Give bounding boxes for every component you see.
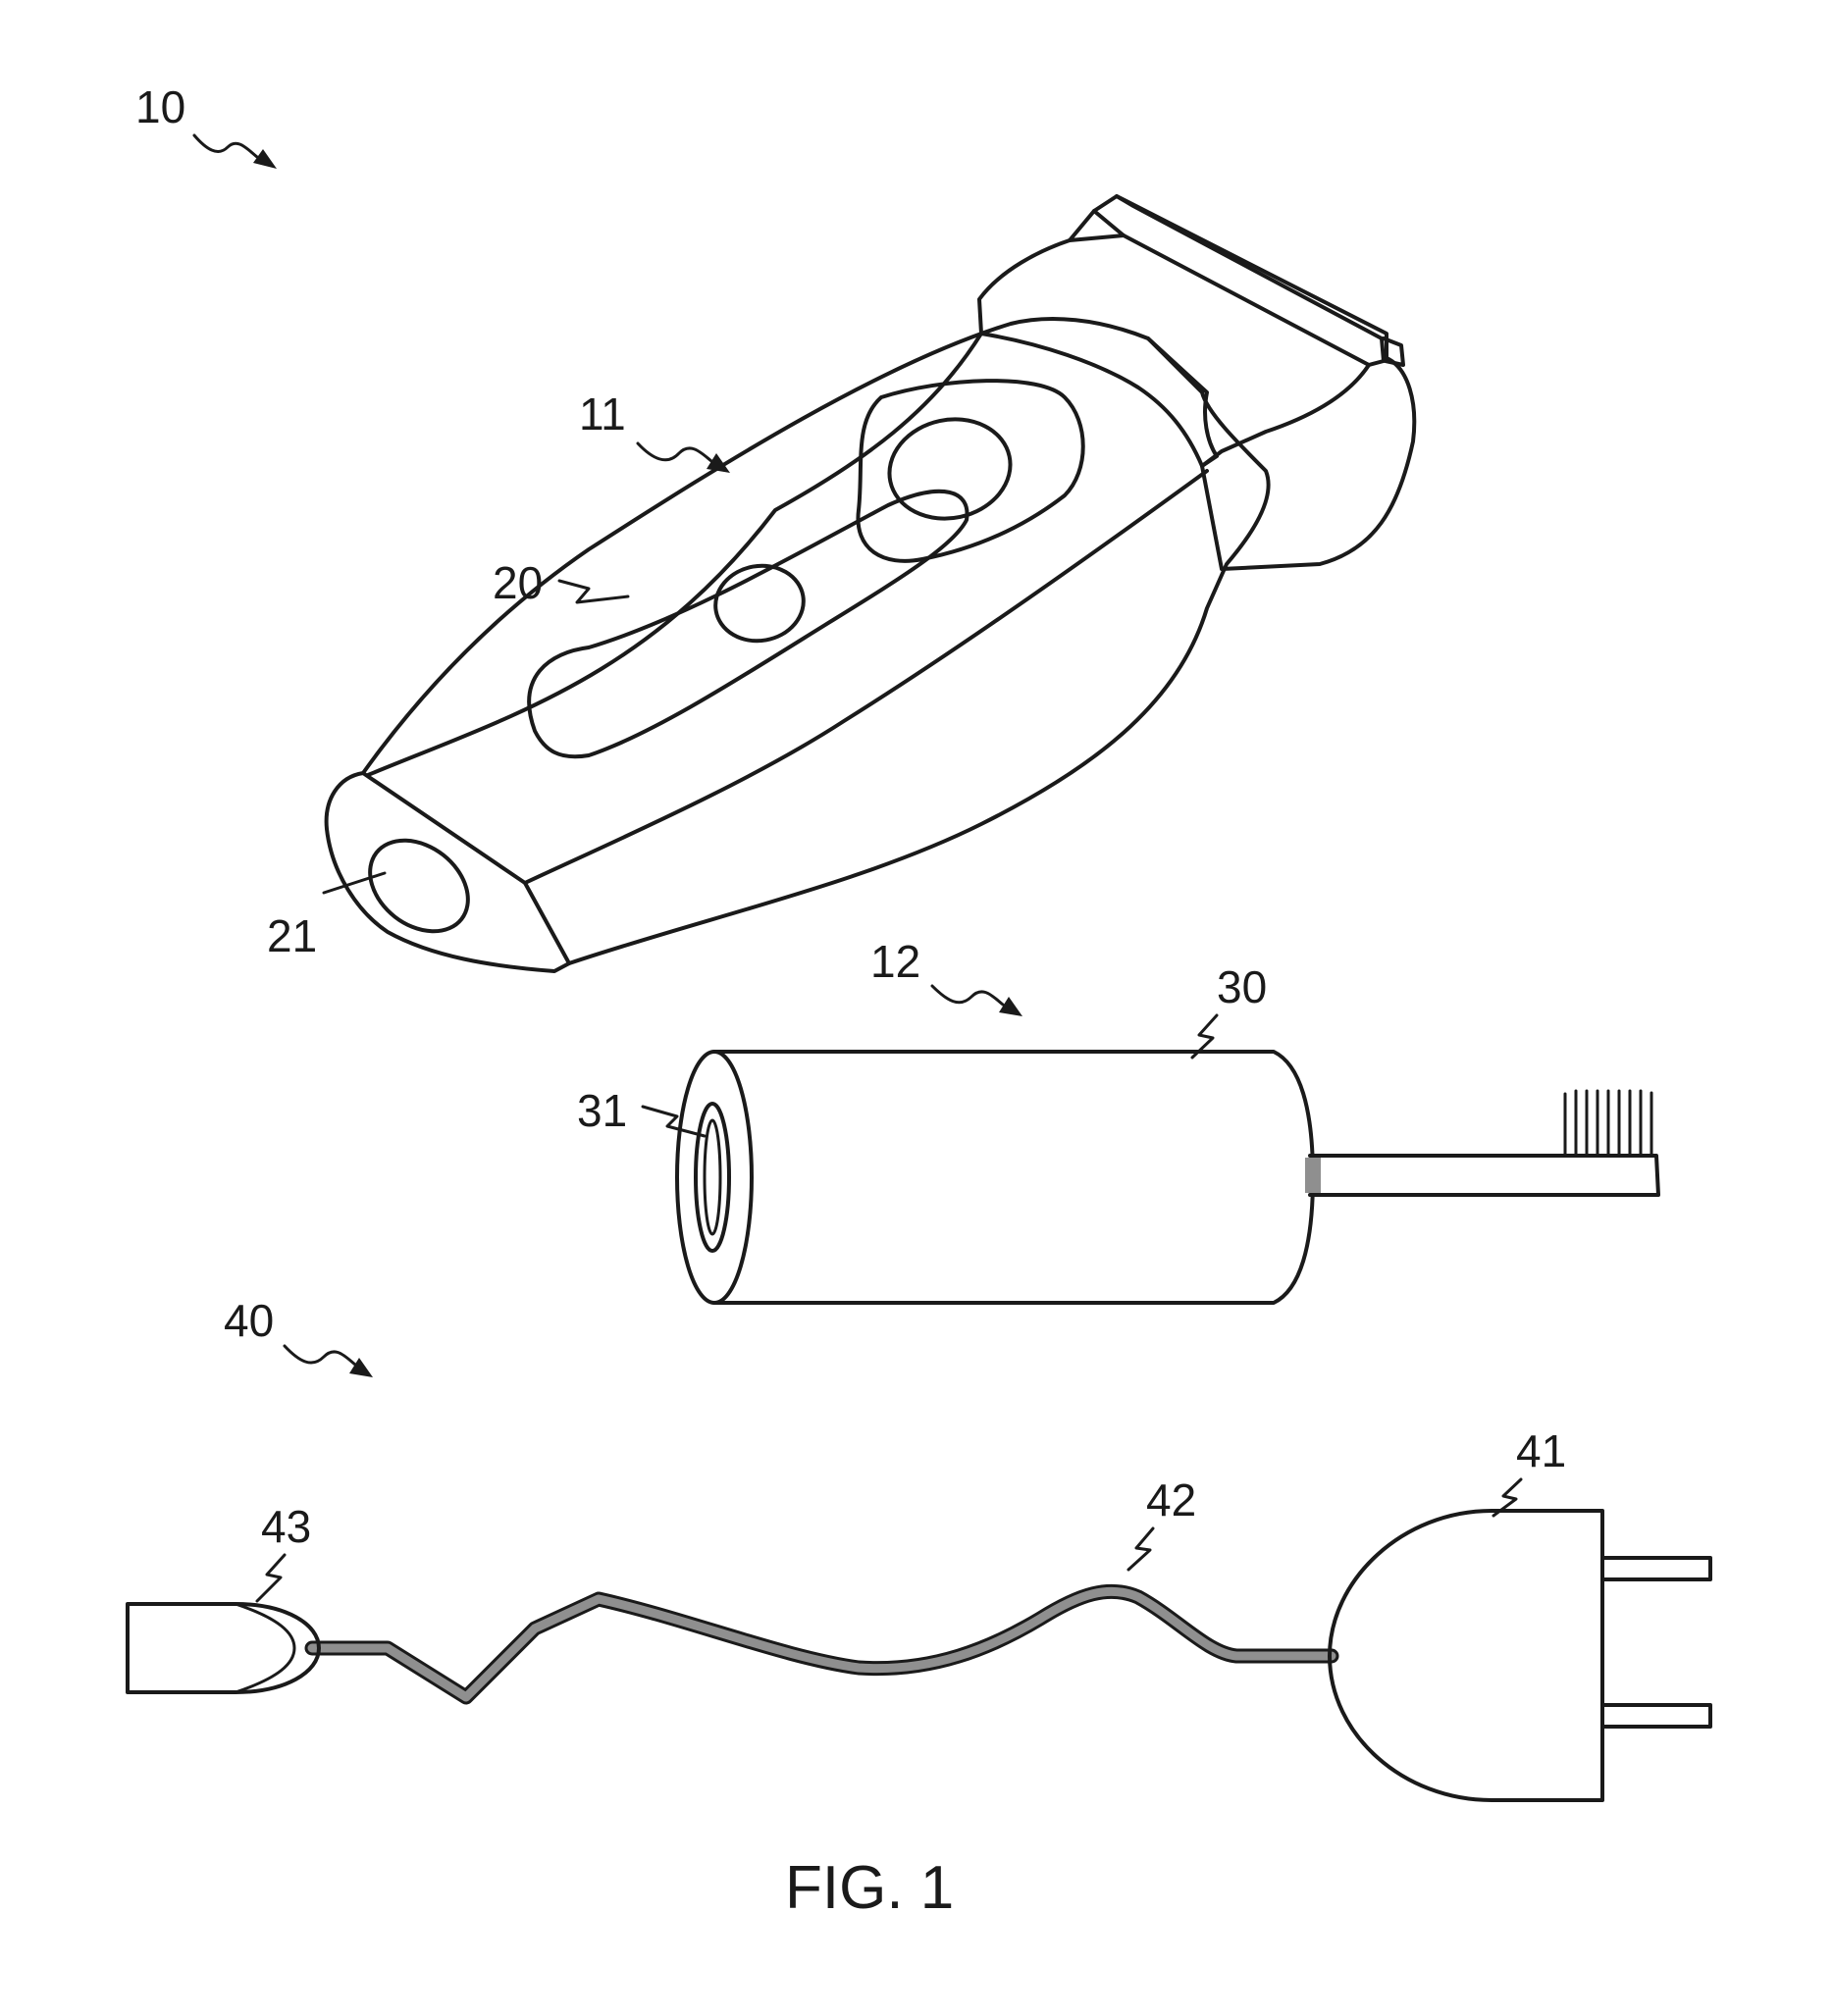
shaver-button-small xyxy=(713,563,806,644)
shaver-head-tab xyxy=(1382,336,1405,367)
brush-bristles xyxy=(1563,1089,1653,1158)
ref-label-41: 41 xyxy=(1516,1425,1566,1476)
ref-12-leader xyxy=(930,984,1005,1007)
ref-label-30: 30 xyxy=(1217,961,1267,1012)
ref-label-20: 20 xyxy=(493,557,543,608)
shaver-top-edge xyxy=(366,332,983,777)
ref-40-group: 40 xyxy=(224,1295,373,1377)
shaver xyxy=(324,194,1417,973)
shaver-grip-pad xyxy=(527,489,969,759)
ref-42-leader xyxy=(1126,1526,1155,1572)
brush-shaft-collar xyxy=(1305,1158,1321,1193)
charger-connector-tip xyxy=(234,1602,296,1694)
ref-31-leader xyxy=(641,1105,707,1138)
charger-connector xyxy=(126,1602,321,1694)
charger-plug-body xyxy=(1328,1509,1604,1802)
shaver-socket xyxy=(368,838,470,934)
shaver-switch-surround xyxy=(856,379,1085,563)
brush-shaft xyxy=(1308,1154,1660,1197)
ref-label-43: 43 xyxy=(261,1501,311,1552)
charger xyxy=(126,1509,1712,1802)
toothbrush-attachment xyxy=(675,1050,1660,1305)
ref-31-group: 31 xyxy=(577,1085,707,1138)
shaver-head-top-face xyxy=(1092,194,1386,367)
shaver-head-side-edge xyxy=(1068,233,1126,242)
shaver-end-face-lower xyxy=(523,469,1209,885)
ref-label-40: 40 xyxy=(224,1295,274,1346)
ref-20-group: 20 xyxy=(493,557,630,608)
ref-label-31: 31 xyxy=(577,1085,627,1136)
ref-30-group: 30 xyxy=(1190,961,1267,1060)
ref-43-group: 43 xyxy=(255,1501,311,1603)
brush-body-end-face xyxy=(675,1050,754,1305)
shaver-head xyxy=(977,194,1417,571)
charger-cable-fill xyxy=(307,1586,1336,1702)
brush-body-outline xyxy=(712,1050,1315,1305)
ref-41-leader xyxy=(1492,1477,1523,1518)
ref-42-group: 42 xyxy=(1126,1474,1196,1572)
shaver-switch-button xyxy=(887,417,1013,521)
ref-40-leader xyxy=(283,1344,357,1367)
ref-11-group: 11 xyxy=(579,388,730,473)
brush-socket-outer xyxy=(694,1102,731,1253)
ref-43-leader xyxy=(255,1553,287,1603)
charger-cable xyxy=(304,1583,1339,1705)
shaver-head-front-edge xyxy=(1200,363,1371,468)
ref-12-arrowhead xyxy=(999,997,1022,1016)
ref-label-42: 42 xyxy=(1146,1474,1196,1525)
ref-label-11: 11 xyxy=(579,388,626,439)
ref-21-leader xyxy=(322,871,387,895)
brush-socket-inner xyxy=(703,1118,722,1236)
ref-20-leader xyxy=(557,579,630,604)
ref-label-21: 21 xyxy=(267,910,317,961)
ref-12-group: 12 xyxy=(870,936,1022,1016)
ref-30-leader xyxy=(1190,1013,1219,1060)
figure-caption: FIG. 1 xyxy=(785,1854,954,1922)
ref-label-10: 10 xyxy=(135,81,185,132)
ref-10-group: 10 xyxy=(135,81,277,169)
ref-40-arrowhead xyxy=(349,1358,373,1377)
ref-41-group: 41 xyxy=(1492,1425,1566,1518)
shaver-body-outline xyxy=(324,317,1271,973)
ref-21-group: 21 xyxy=(267,871,387,961)
charger-plug-prong-top xyxy=(1600,1556,1712,1581)
charger-plug-prong-bottom xyxy=(1600,1703,1712,1729)
shaver-neck-line xyxy=(979,332,1204,468)
ref-11-arrowhead xyxy=(707,453,730,473)
ref-11-leader xyxy=(636,441,713,463)
ref-10-leader xyxy=(192,133,259,159)
ref-10-arrowhead xyxy=(253,149,277,169)
ref-label-12: 12 xyxy=(870,936,920,987)
